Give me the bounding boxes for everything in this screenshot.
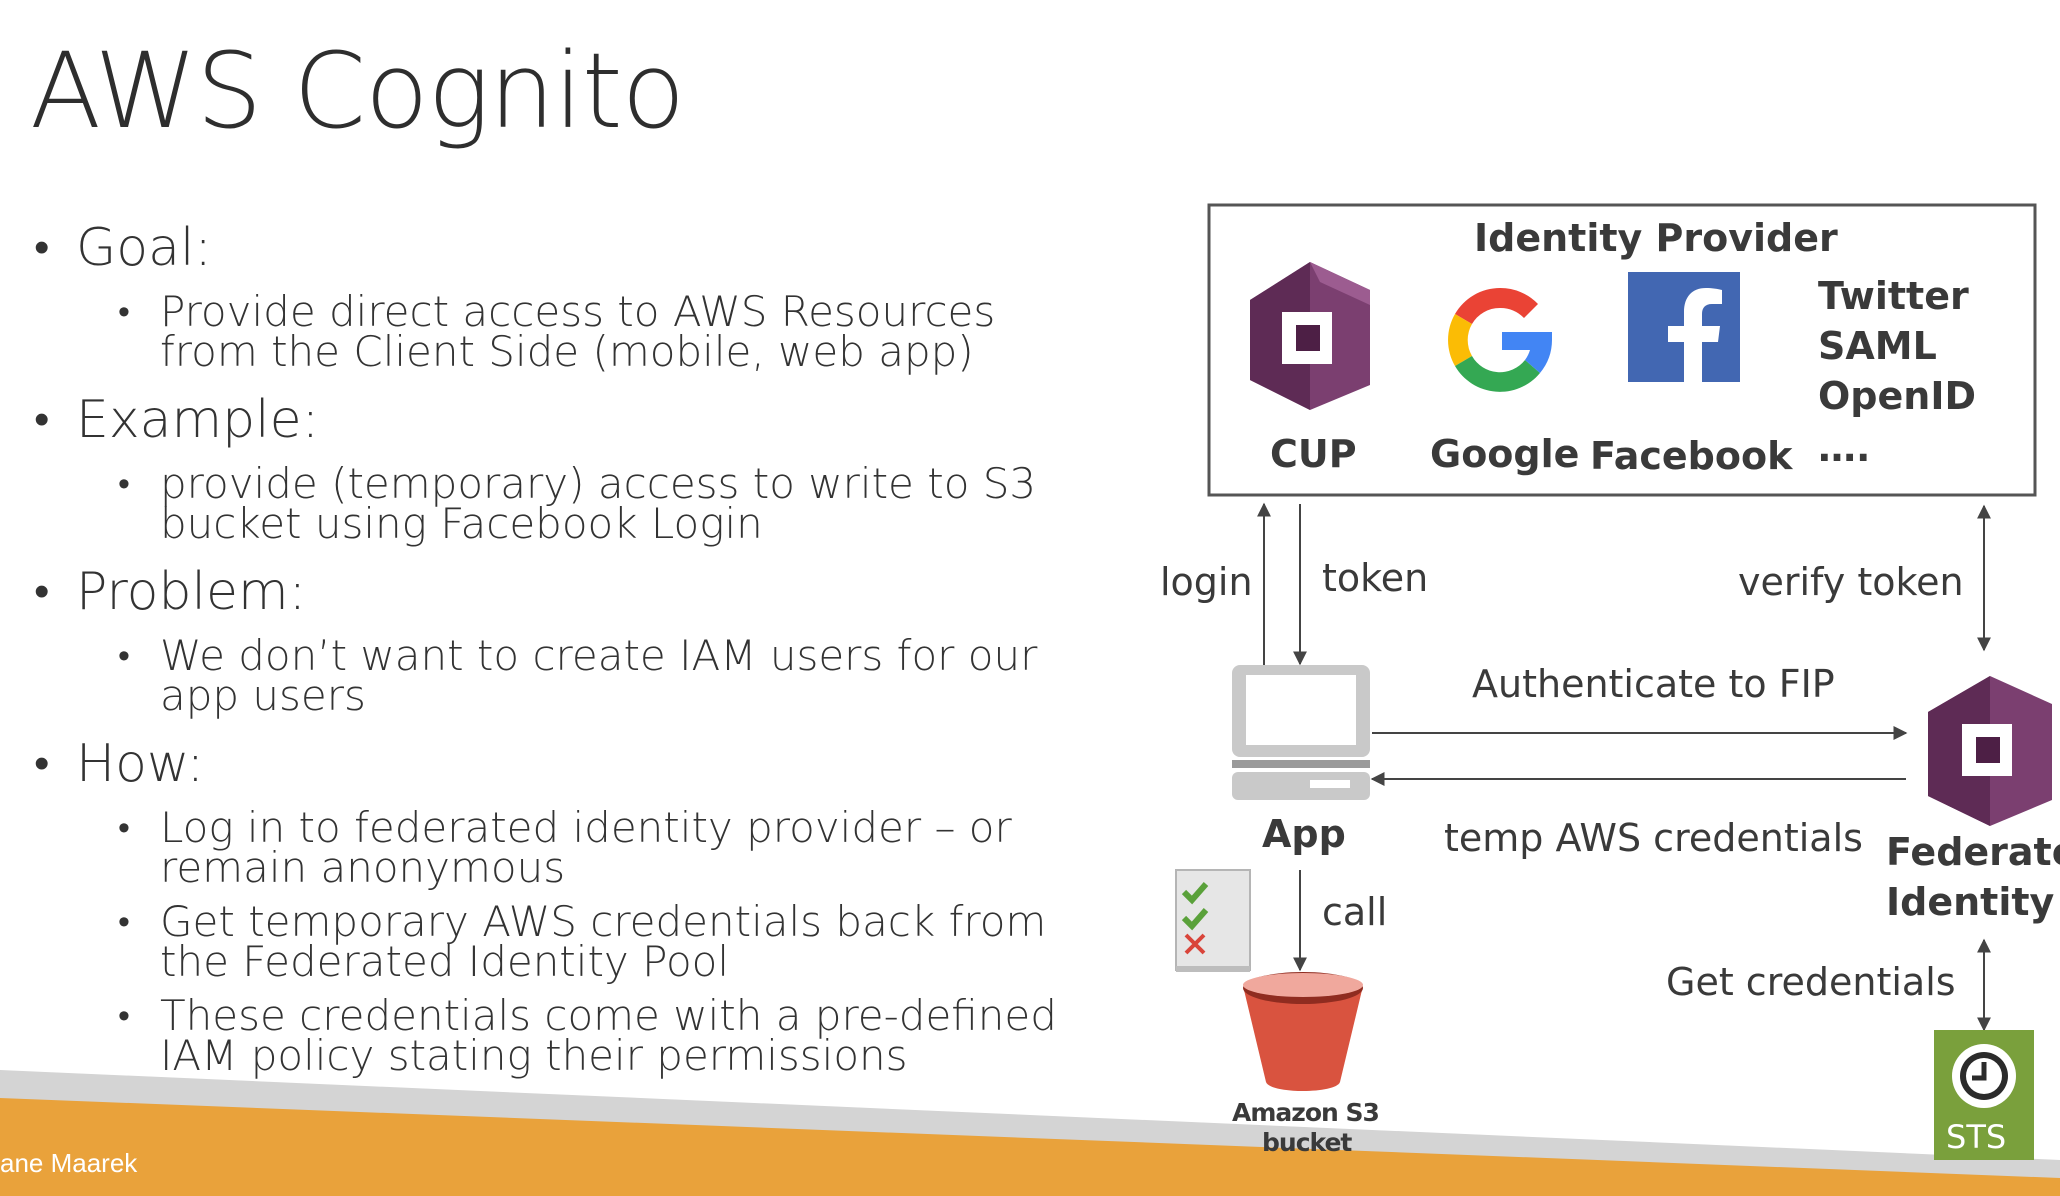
facebook-label: Facebook [1590, 434, 1793, 478]
bullet-how-item-1: Log in to federated identity provider – … [30, 807, 1090, 889]
saml-label: SAML [1818, 324, 1937, 368]
bullet-how-item-2: Get temporary AWS credentials back from … [30, 901, 1090, 983]
sts-label: STS [1946, 1118, 2007, 1156]
bullet-example: Example: [30, 390, 1090, 450]
cup-label: CUP [1270, 432, 1357, 476]
cup-cognito-icon [1250, 262, 1370, 410]
bullet-problem-item: We don’t want to create IAM users for ou… [30, 635, 1090, 717]
slide-title: AWS Cognito [30, 30, 685, 152]
app-label: App [1262, 812, 1346, 856]
sts-icon [1934, 1030, 2034, 1160]
identity-provider-title: Identity Provider [1474, 216, 1838, 260]
bullet-goal: Goal: [30, 218, 1090, 278]
app-laptop-icon [1232, 665, 1370, 800]
google-icon [1448, 287, 1552, 392]
temp-credentials-label: temp AWS credentials [1444, 816, 1863, 860]
call-label: call [1322, 890, 1388, 934]
ellipsis-label: …. [1818, 426, 1871, 470]
bullet-list: Goal: Provide direct access to AWS Resou… [30, 210, 1090, 1077]
twitter-label: Twitter [1818, 274, 1969, 318]
iam-policy-icon [1175, 869, 1251, 972]
bullet-how-item-3: These credentials come with a pre-define… [30, 995, 1090, 1077]
get-credentials-label: Get credentials [1666, 960, 1956, 1004]
openid-label: OpenID [1818, 374, 1977, 418]
footer-orange-stripe [0, 1098, 2060, 1196]
s3-bucket-icon [1243, 972, 1363, 1091]
bullet-goal-item: Provide direct access to AWS Resources f… [30, 291, 1090, 373]
s3-label-line1: Amazon S3 [1232, 1098, 1380, 1127]
google-label: Google [1430, 432, 1580, 476]
bullet-example-item: provide (temporary) access to write to S… [30, 463, 1090, 545]
bullet-how: How: [30, 734, 1090, 794]
authenticate-label: Authenticate to FIP [1472, 662, 1835, 706]
footer-author: ane Maarek [0, 1148, 138, 1178]
verify-token-label: verify token [1738, 560, 1964, 604]
facebook-icon [1628, 272, 1740, 382]
login-label: login [1160, 560, 1253, 604]
s3-label-line2: bucket [1262, 1128, 1352, 1157]
federated-label-line2: Identity [1886, 880, 2055, 924]
federated-label-line1: Federated [1886, 830, 2060, 874]
token-label: token [1322, 556, 1429, 600]
bullet-problem: Problem: [30, 562, 1090, 622]
federated-identity-icon [1928, 676, 2052, 826]
identity-provider-box [1207, 203, 2037, 497]
